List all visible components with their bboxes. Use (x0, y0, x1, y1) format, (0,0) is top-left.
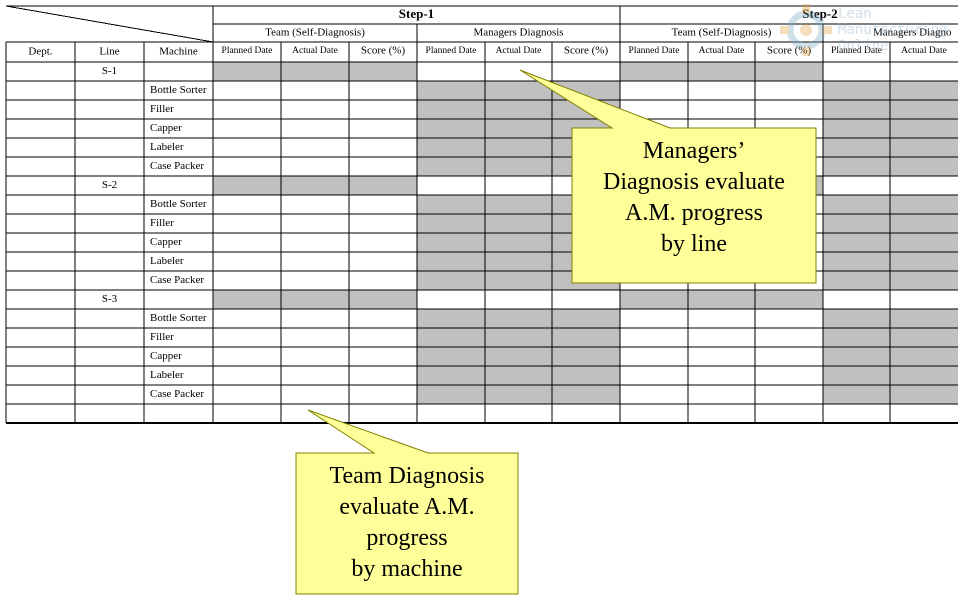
managers-diagnosis-note: Managers’ Diagnosis evaluate A.M. progre… (572, 136, 816, 260)
sub-header: Planned Date (629, 46, 680, 56)
machine-label: Labeler (150, 255, 184, 267)
managers-note-line-3: A.M. progress (625, 200, 763, 226)
team-diagnosis-note: Team Diagnosis evaluate A.M. progress by… (296, 461, 518, 585)
sub-header: Actual Date (292, 46, 338, 56)
machine-label: Labeler (150, 141, 184, 153)
machine-label: Capper (150, 350, 182, 362)
team-callout-bubble (295, 409, 519, 595)
sub-header: Planned Date (831, 46, 882, 56)
step-1-heading: Step-1 (399, 6, 434, 21)
shade-managers-step1 (417, 119, 620, 138)
shade-managers-step1 (417, 252, 620, 271)
sub-header: Score (%) (564, 45, 609, 57)
shade-team-step2 (620, 62, 823, 81)
sub-header: Score (%) (767, 45, 812, 57)
line-label: S-2 (102, 179, 117, 191)
managers-group-heading: Managers Diagnosis (473, 27, 563, 39)
machine-label: Case Packer (150, 160, 204, 172)
shade-managers-step1 (417, 233, 620, 252)
shade-team-step2 (620, 290, 823, 309)
line-header: Line (99, 46, 119, 58)
managers-note-line-2: Diagnosis evaluate (603, 169, 785, 195)
corner-diagonal (5, 5, 214, 43)
shade-managers-step1 (417, 271, 620, 290)
machine-label: Capper (150, 236, 182, 248)
line-label: S-1 (102, 65, 117, 77)
sub-header: Actual Date (496, 46, 542, 56)
machine-label: Case Packer (150, 388, 204, 400)
callout-shapes (295, 69, 817, 595)
shade-managers-step1 (417, 214, 620, 233)
machine-label: Case Packer (150, 274, 204, 286)
team-group-heading-step2: Team (Self-Diagnosis) (672, 27, 772, 39)
machine-label: Capper (150, 122, 182, 134)
sub-header: Actual Date (901, 46, 947, 56)
machine-label: Labeler (150, 369, 184, 381)
sub-header: Planned Date (426, 46, 477, 56)
team-note-line-1: Team Diagnosis (329, 463, 485, 489)
team-group-heading: Team (Self-Diagnosis) (265, 27, 365, 39)
sub-header: Score (%) (361, 45, 406, 57)
machine-label: Bottle Sorter (150, 84, 207, 96)
shade-managers-step1 (417, 328, 620, 347)
managers-callout-bubble (519, 69, 817, 284)
shade-managers-step1 (417, 100, 620, 119)
dept-header: Dept. (28, 46, 52, 58)
machine-label: Filler (150, 331, 174, 343)
machine-header: Machine (159, 46, 198, 58)
shade-team-step1 (213, 62, 417, 81)
machine-label: Bottle Sorter (150, 198, 207, 210)
machine-label: Bottle Sorter (150, 312, 207, 324)
team-note-line-3: progress (366, 525, 448, 551)
shade-managers-step1 (417, 309, 620, 328)
shade-team-step1 (213, 290, 417, 309)
shade-team-step1 (213, 176, 417, 195)
step-2-heading: Step-2 (802, 6, 837, 21)
shade-managers-step1 (417, 385, 620, 404)
line-label: S-3 (102, 293, 118, 305)
sub-header: Actual Date (699, 46, 745, 56)
team-note-line-2: evaluate A.M. (339, 494, 475, 520)
sub-header: Planned Date (222, 46, 273, 56)
managers-note-line-1: Managers’ (642, 138, 746, 164)
machine-label: Filler (150, 217, 174, 229)
machine-label: Filler (150, 103, 174, 115)
team-note-line-4: by machine (351, 556, 463, 582)
shade-managers-step1 (417, 138, 620, 157)
shade-managers-step1 (417, 195, 620, 214)
managers-note-line-4: by line (661, 231, 727, 257)
shade-managers-step1 (417, 347, 620, 366)
shade-managers-step1 (417, 366, 620, 385)
managers-group-heading-step2: Managers Diagno (873, 27, 952, 39)
grid-lines (5, 5, 958, 424)
shade-managers-step1 (417, 157, 620, 176)
